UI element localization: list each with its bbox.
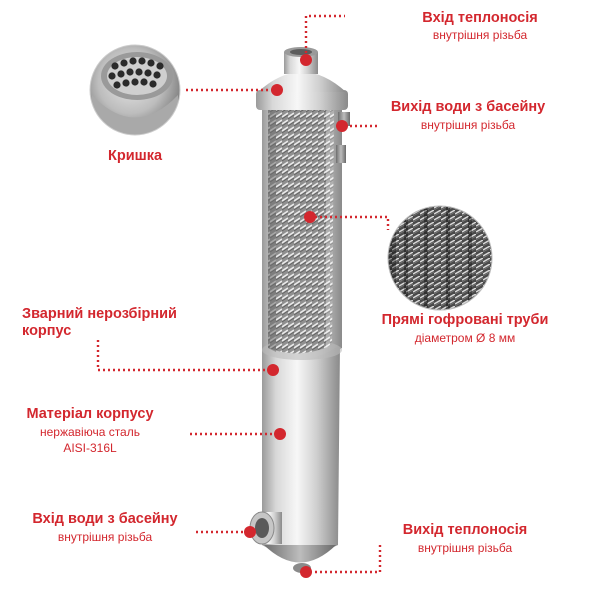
- label-tubes: Прямі гофровані труби: [381, 312, 549, 328]
- label-welded-body-line1: Зварний нерозбірний: [22, 306, 177, 322]
- marker-tubes: [304, 211, 316, 223]
- sublabel-tubes: діаметром Ø 8 мм: [414, 331, 516, 345]
- marker-pool-in: [244, 526, 256, 538]
- corrugated-tube-bundle: [268, 108, 334, 354]
- label-heat-in-top: Вхід теплоносія: [422, 10, 538, 26]
- lid-inset-image: [89, 44, 181, 136]
- sublabel-pool-in: внутрішня різьба: [57, 530, 153, 544]
- marker-pool-out: [336, 120, 348, 132]
- tubes-inset-image: [387, 205, 493, 311]
- label-lid: Кришка: [107, 148, 163, 164]
- label-pool-in: Вхід води з басейну: [32, 511, 178, 527]
- marker-material: [274, 428, 286, 440]
- sublabel-pool-out: внутрішня різьба: [420, 118, 516, 132]
- sublabel-heat-out: внутрішня різьба: [417, 541, 513, 555]
- marker-lid: [271, 84, 283, 96]
- sublabel-material-2: AISI-316L: [63, 441, 117, 455]
- label-pool-out: Вихід води з басейну: [390, 99, 546, 115]
- sublabel-material-1: нержавіюча сталь: [39, 425, 140, 439]
- label-heat-out: Вихід теплоносія: [402, 522, 528, 538]
- leader-lines: [96, 14, 390, 574]
- markers: [244, 54, 348, 578]
- marker-heat-out: [300, 566, 312, 578]
- label-welded-body-line2: корпус: [22, 323, 72, 339]
- bottom-inlet-nozzle: [249, 511, 282, 545]
- marker-heat-in-top: [300, 54, 312, 66]
- marker-welded-body: [267, 364, 279, 376]
- sublabel-heat-in-top: внутрішня різьба: [432, 28, 528, 42]
- label-material: Матеріал корпусу: [26, 406, 154, 422]
